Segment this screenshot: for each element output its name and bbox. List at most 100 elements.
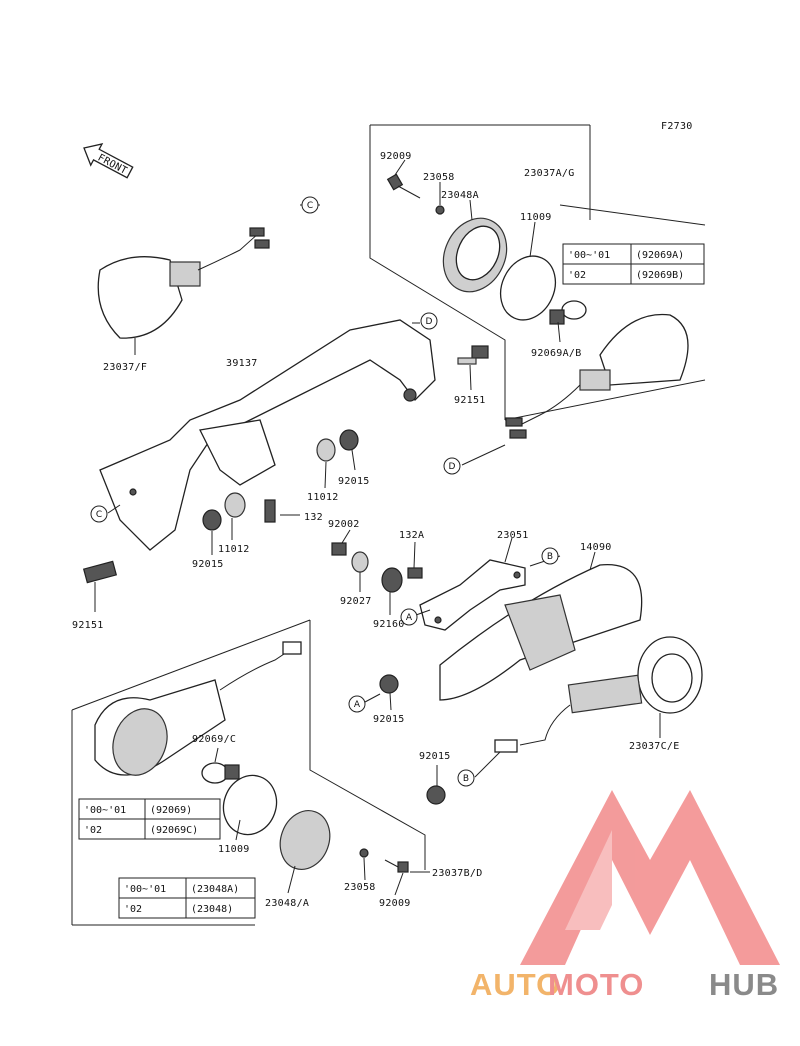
svg-text:(23048A): (23048A) [191,884,239,895]
nut-92015-bottom [426,785,446,805]
table-bulb: '00~'01 (92069) '02 (92069C) [78,798,221,840]
label-92015-left: 92015 [192,559,224,570]
bolt-92151-right [457,345,489,365]
svg-text:D: D [449,462,456,472]
callout-d-top: D [420,312,438,330]
label-92015-a: 92015 [373,714,405,725]
o-ring-11009-bottom [222,774,278,836]
svg-text:(92069A): (92069A) [636,250,684,261]
label-11009-top: 11009 [520,212,552,223]
callout-c-left: C [90,505,108,523]
watermark-hub: HUB [709,967,779,1002]
spacer-11012-mid [316,438,336,462]
spacer-11012-left [224,492,246,518]
label-92015-mid: 92015 [338,476,370,487]
svg-text:'00~'01: '00~'01 [124,884,166,895]
bulb-92069c [201,762,240,784]
o-ring-11009-top [499,255,557,321]
svg-text:(23048): (23048) [191,904,233,915]
label-92069c: 92069/C [192,734,236,745]
svg-text:'02: '02 [124,904,142,915]
label-92151-right: 92151 [454,395,486,406]
callout-a-bottom: A [348,695,366,713]
svg-text:C: C [96,510,102,520]
lens-23048a-bottom [279,810,331,870]
callout-c-top: C [301,196,319,214]
label-132a: 132A [399,530,424,541]
damper-92160 [381,567,403,593]
bottom-left-group-frame [71,619,426,926]
cover-14090 [439,564,643,701]
table-top-right: '00~'01 (92069A) '02 (92069B) [562,243,705,285]
label-23048-a: 23048/A [265,898,309,909]
nut-92015-a [379,674,399,694]
svg-text:(92069C): (92069C) [150,825,198,836]
svg-text:B: B [463,774,469,784]
label-23037ag: 23037A/G [524,168,575,179]
top-right-group-frame [369,124,706,421]
label-14090: 14090 [580,542,612,553]
turn-signal-left-top [97,227,270,339]
watermark-logo [520,790,780,965]
label-11012-mid: 11012 [307,492,339,503]
washer-23058-top [435,205,445,215]
bracket-39137 [99,319,436,551]
screw-92009-top [386,173,421,199]
svg-text:'00~'01: '00~'01 [84,805,126,816]
screw-92009-bottom [384,859,409,873]
label-39137: 39137 [226,358,258,369]
nut-92015-left [202,509,222,531]
label-23058-bottom: 23058 [344,882,376,893]
turn-signal-right-top [505,313,689,439]
turn-signal-left-bottom [94,641,302,776]
label-92002: 92002 [328,519,360,530]
table-lens: '00~'01 (23048A) '02 (23048) [118,877,256,919]
washer-92027 [351,551,369,573]
svg-text:'00~'01: '00~'01 [568,250,610,261]
svg-text:B: B [547,552,553,562]
svg-text:C: C [307,201,313,211]
label-23058-top: 23058 [423,172,455,183]
svg-text:A: A [354,700,361,710]
lens-23048a [442,217,508,293]
washer-23058-bottom [359,848,369,858]
turn-signal-right-bottom [494,636,703,753]
label-92151-left: 92151 [72,620,104,631]
callout-d-right: D [443,457,461,475]
label-132: 132 [304,512,323,523]
svg-text:'02: '02 [84,825,102,836]
bolt-92151-left [82,560,118,584]
label-23037ce: 23037C/E [629,741,680,752]
label-92027: 92027 [340,596,372,607]
bolt-92002 [331,542,347,556]
svg-text:'02: '02 [568,270,586,281]
watermark-text: AUTO MOTO HUB [470,967,779,1002]
watermark-auto: AUTO [470,967,561,1002]
label-23048a: 23048A [441,190,479,201]
svg-text:(92069): (92069) [150,805,192,816]
callout-a-mid: A [400,608,418,626]
watermark-moto: MOTO [548,967,644,1002]
label-92009-top: 92009 [380,151,412,162]
svg-text:(92069B): (92069B) [636,270,684,281]
label-92009-bottom: 92009 [379,898,411,909]
label-92069ab: 92069A/B [531,348,582,359]
callout-b-bottom: B [457,769,475,787]
front-arrow-icon: FRONT [83,143,134,179]
label-23051: 23051 [497,530,529,541]
svg-text:D: D [426,317,433,327]
bulb-92069ab [549,300,587,325]
label-92015-b: 92015 [419,751,451,762]
bracket-23051 [419,559,526,631]
figure-code: F2730 [661,121,693,132]
label-11012-left: 11012 [218,544,250,555]
label-92160: 92160 [373,619,405,630]
label-11009-bottom: 11009 [218,844,250,855]
callout-b-top: B [541,547,559,565]
label-23037bd: 23037B/D [432,868,483,879]
bolt-132a [407,567,423,579]
nut-92015-mid [339,429,359,451]
label-23037f: 23037/F [103,362,147,373]
svg-text:A: A [406,613,413,623]
